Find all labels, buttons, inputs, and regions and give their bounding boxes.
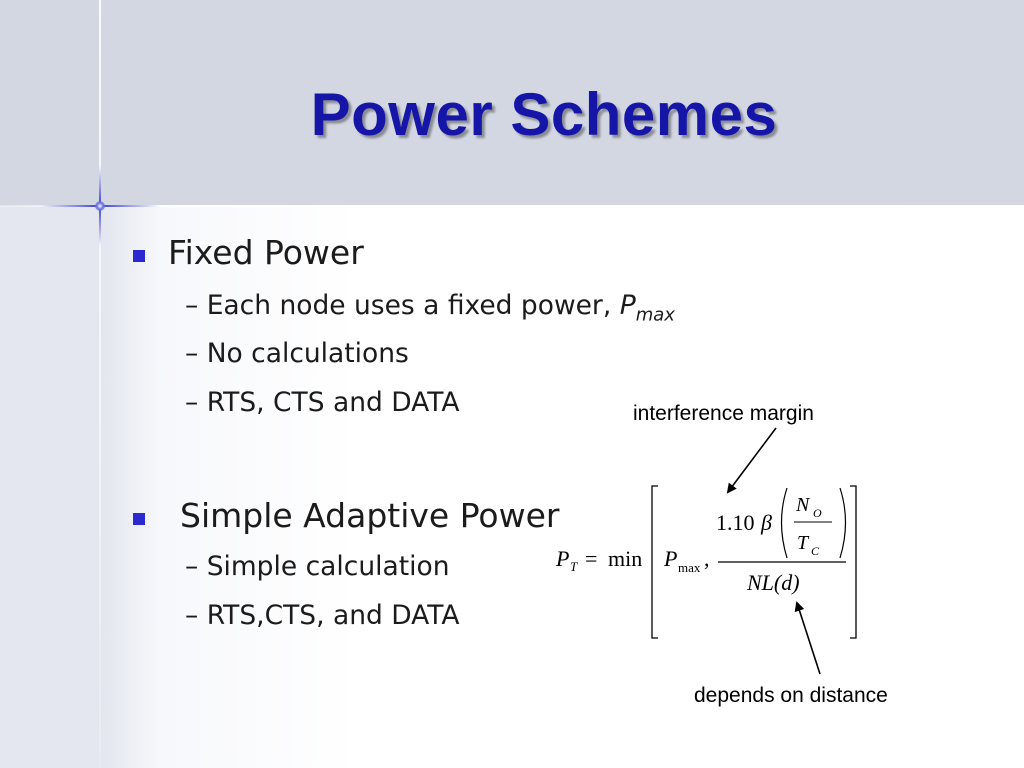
eq-arg1-sub: max bbox=[678, 560, 701, 575]
eq-lhs-sub: T bbox=[570, 559, 578, 574]
eq-equals: = bbox=[585, 546, 597, 571]
sub-item-fixed-power-2: – No calculations bbox=[185, 338, 409, 369]
eq-num-var: N bbox=[795, 494, 811, 516]
slide-title: Power Schemes bbox=[310, 81, 778, 148]
eq-arg1-var: P bbox=[663, 546, 677, 571]
eq-left-bracket bbox=[651, 485, 658, 639]
sub-item-adaptive-2: – RTS,CTS, and DATA bbox=[185, 600, 460, 631]
sub-item-adaptive-1: – Simple calculation bbox=[185, 551, 450, 582]
power-variable: P bbox=[619, 290, 636, 321]
dash: – bbox=[185, 551, 199, 582]
annotation-interference-margin: interference margin bbox=[633, 402, 814, 425]
eq-num-sub: O bbox=[813, 506, 822, 520]
bullet-simple-adaptive-power: Simple Adaptive Power bbox=[180, 496, 560, 535]
eq-lhs-var: P bbox=[555, 546, 569, 571]
eq-right-paren bbox=[839, 487, 847, 559]
eq-beta: β bbox=[760, 510, 772, 535]
power-subscript: max bbox=[635, 304, 675, 326]
sub-item-fixed-power-1: – Each node uses a fixed power, Pmax bbox=[185, 290, 675, 325]
eq-denominator: NL(d) bbox=[746, 570, 800, 595]
sub-item-fixed-power-3: – RTS, CTS and DATA bbox=[185, 387, 460, 418]
eq-left-paren bbox=[780, 487, 788, 559]
bullet-fixed-power: Fixed Power bbox=[168, 233, 364, 272]
bullet-square-icon bbox=[133, 250, 145, 262]
eq-comma: , bbox=[704, 546, 710, 571]
title-band bbox=[0, 0, 1024, 206]
eq-right-bracket bbox=[850, 485, 857, 639]
eq-coef: 1.10 bbox=[716, 510, 755, 535]
dash: – bbox=[185, 338, 199, 369]
sub-item-text: RTS, CTS and DATA bbox=[206, 387, 460, 418]
annotation-depends-on-distance: depends on distance bbox=[694, 684, 888, 707]
dash: – bbox=[185, 387, 199, 418]
sub-item-text: RTS,CTS, and DATA bbox=[206, 600, 460, 631]
sub-item-text: Each node uses a fixed power, bbox=[206, 290, 612, 321]
left-band bbox=[0, 206, 98, 768]
vertical-rule bbox=[99, 0, 101, 768]
horizontal-rule bbox=[0, 205, 1024, 207]
eq-den-sub: C bbox=[811, 544, 820, 558]
power-equation: P T = min P max , 1.10 β N O T C NL(d) bbox=[555, 485, 857, 639]
eq-min: min bbox=[608, 546, 642, 571]
sub-item-text: No calculations bbox=[206, 338, 409, 369]
eq-den-var: T bbox=[797, 532, 810, 554]
dash: – bbox=[185, 290, 199, 321]
sub-item-text: Simple calculation bbox=[206, 551, 450, 582]
bullet-square-icon bbox=[133, 513, 145, 525]
dash: – bbox=[185, 600, 199, 631]
